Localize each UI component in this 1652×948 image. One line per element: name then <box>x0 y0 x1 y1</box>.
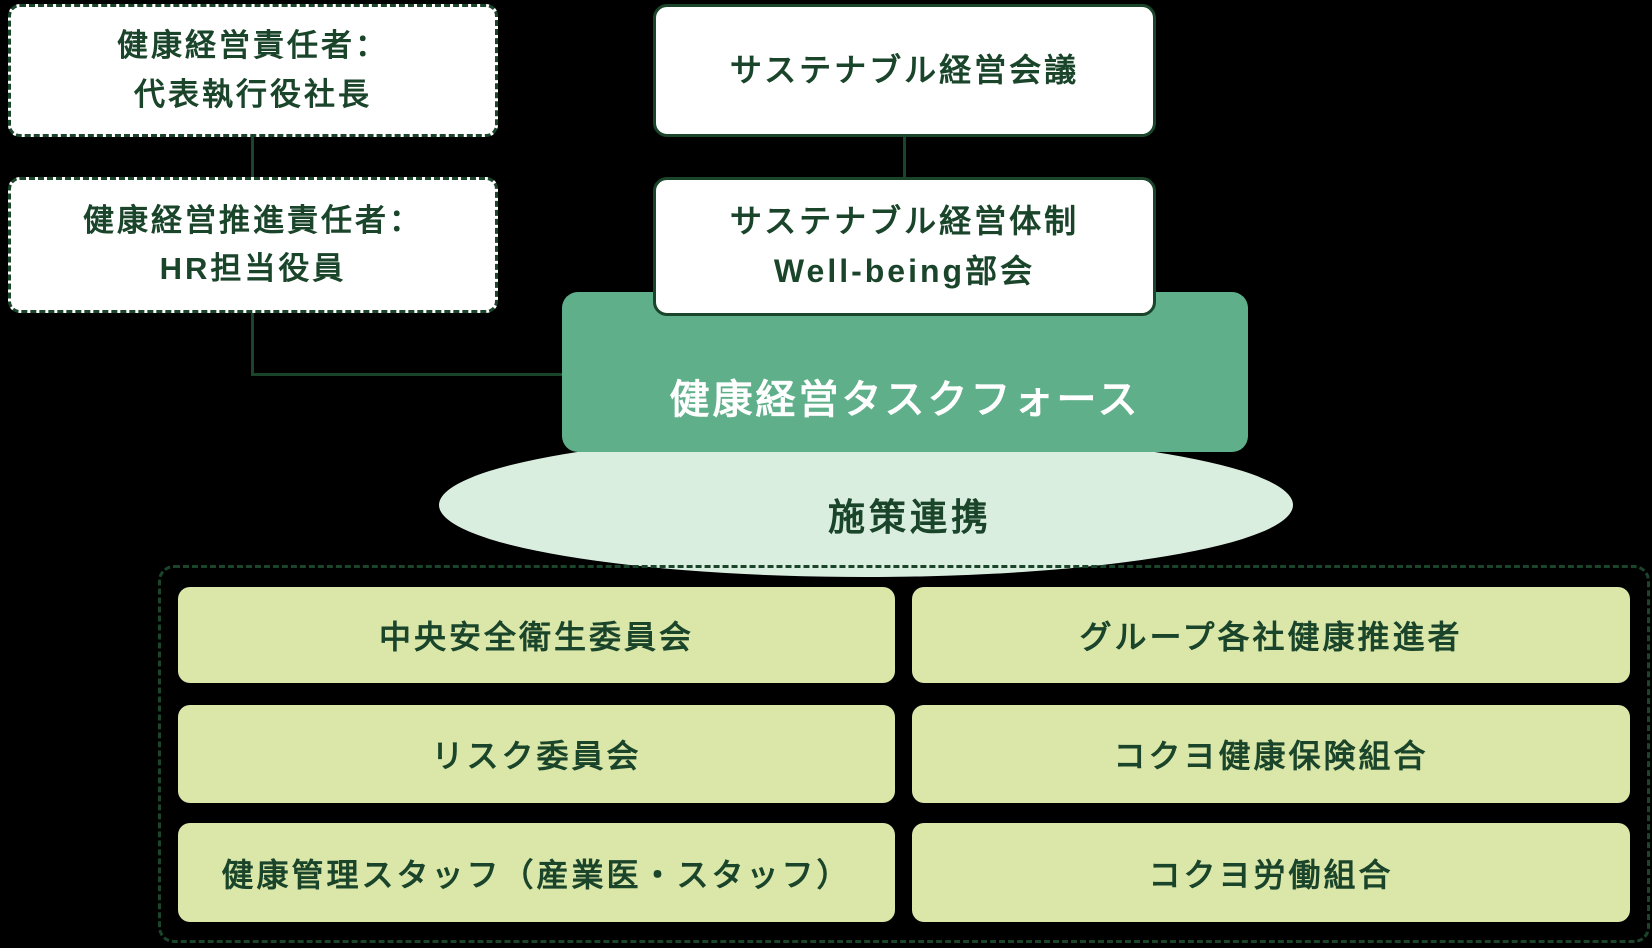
connector-governance-vertical <box>903 136 906 178</box>
taskforce-box: 健康経営タスクフォース <box>562 292 1248 452</box>
wellbeing-subcommittee-line2: Well-being部会 <box>773 252 1036 289</box>
connector-officer-vertical <box>251 137 254 178</box>
health-officer-box: 健康経営責任者： 代表執行役社長 <box>8 4 498 137</box>
partners-container <box>158 565 1650 943</box>
group-promoters-box: グループ各社健康推進者 <box>912 587 1630 683</box>
health-staff-box: 健康管理スタッフ（産業医・スタッフ） <box>178 823 895 922</box>
taskforce-label: 健康経営タスクフォース <box>669 378 1141 422</box>
sustainable-meeting-label: サステナブル経営会議 <box>729 51 1080 88</box>
health-staff-label: 健康管理スタッフ（産業医・スタッフ） <box>221 856 852 893</box>
collaboration-ellipse <box>439 433 1293 577</box>
risk-committee-box: リスク委員会 <box>178 705 895 803</box>
connector-elbow-vertical <box>251 312 254 376</box>
group-promoters-label: グループ各社健康推進者 <box>1079 619 1463 655</box>
promotion-officer-role: HR担当役員 <box>159 251 347 286</box>
labor-union-label: コクヨ労働組合 <box>1148 856 1394 893</box>
health-officer-role: 代表執行役社長 <box>134 76 372 112</box>
sustainable-meeting-box: サステナブル経営会議 <box>653 4 1156 137</box>
promotion-officer-box: 健康経営推進責任者： HR担当役員 <box>8 177 498 313</box>
collaboration-label: 施策連携 <box>828 497 992 538</box>
labor-union-box: コクヨ労働組合 <box>912 823 1630 922</box>
health-insurance-box: コクヨ健康保険組合 <box>912 705 1630 803</box>
risk-committee-label: リスク委員会 <box>431 738 642 774</box>
health-officer-title: 健康経営責任者： <box>117 28 389 64</box>
connector-elbow-horizontal <box>251 373 566 376</box>
health-insurance-label: コクヨ健康保険組合 <box>1113 738 1429 774</box>
wellbeing-subcommittee-box: サステナブル経営体制 Well-being部会 <box>653 177 1156 316</box>
promotion-officer-title: 健康経営推進責任者： <box>83 202 423 238</box>
central-safety-committee-label: 中央安全衛生委員会 <box>378 619 694 655</box>
wellbeing-subcommittee-line1: サステナブル経営体制 <box>729 202 1080 239</box>
central-safety-committee-box: 中央安全衛生委員会 <box>178 587 895 683</box>
